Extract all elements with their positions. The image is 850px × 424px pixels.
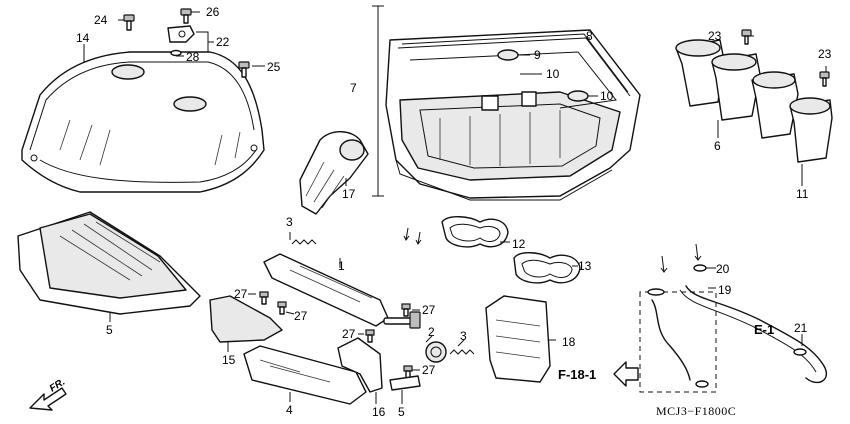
diagram-code: MCJ3−F1800C [656,404,736,418]
spring-3-lower [449,349,475,355]
plate-4 [243,345,367,405]
callout-27b: 27 [294,309,308,323]
callout-13a: 12 [512,237,526,251]
callout-2: 2 [428,325,435,339]
ref-e1: E-1 [754,322,774,337]
bracket-16 [337,337,383,393]
knob-2 [425,341,447,363]
screw-27-e [403,365,413,379]
side-cover-6 [17,211,201,315]
callout-23a: 23 [708,29,722,43]
screw-27-b [277,301,287,315]
callout-19: 19 [718,283,732,297]
small-arrow-icons [403,227,702,273]
callout-14: 14 [76,31,90,45]
callout-7: 6 [714,139,721,153]
leader-lines [83,11,827,404]
bracket-1 [263,253,389,327]
shaft-2 [383,311,421,329]
drain-tube [639,288,717,393]
callout-27a: 27 [234,287,248,301]
callout-5: 5 [398,405,405,419]
callout-labels: 24 26 22 28 25 14 8 9 10 10 7 23 23 6 11… [76,5,832,419]
callout-9: 8 [586,29,593,43]
screw-27-c [401,303,411,317]
callout-6: 5 [106,323,113,337]
screw-26 [180,8,192,24]
intake-duct-17 [299,131,369,215]
screw-23-right [819,71,830,87]
callout-28: 28 [186,50,200,64]
callout-27e: 27 [422,363,436,377]
ref-f18-1: F-18-1 [558,367,596,382]
f18-arrow-icon [613,361,639,387]
callout-8: 7 [350,81,357,95]
callout-16: 16 [372,405,386,419]
hose-19 [679,285,827,384]
callout-13b: 13 [578,259,592,273]
fr-arrow-icon [29,387,67,411]
clamp-22 [793,348,807,356]
air-cleaner-cover [21,51,265,193]
screw-25 [238,61,250,78]
callout-25: 25 [267,60,281,74]
callout-22: 21 [794,321,808,335]
resonator-18 [485,295,551,383]
callout-27c: 27 [422,303,436,317]
gasket-13-lower [513,252,581,284]
callout-26: 26 [206,5,220,19]
callout-24: 24 [94,13,108,27]
washer-28 [170,49,182,57]
callout-18: 18 [562,335,576,349]
screw-23-upper [741,29,752,45]
screw-27-a [259,291,269,305]
air-cleaner-housing [372,5,641,201]
callout-27d: 27 [342,327,356,341]
callout-12: 11 [796,187,809,201]
spring-3-upper [291,239,317,245]
funnels-7 [675,39,761,121]
callout-10b: 10 [600,89,614,103]
grommet-5 [389,375,421,391]
callout-4: 4 [286,403,293,417]
clamp-20 [693,264,707,272]
funnels-12 [751,71,833,163]
callout-21: 22 [216,35,230,49]
callout-17: 17 [342,187,356,201]
screw-27-d [365,329,375,343]
gasket-13-upper [441,216,509,248]
callout-3b: 3 [460,329,467,343]
callout-23b: 23 [818,47,832,61]
callout-15: 15 [222,353,236,367]
callout-1: 1 [338,259,345,273]
callout-11: 10 [546,67,560,81]
callout-20: 20 [716,262,730,276]
screw-24 [123,14,135,31]
bracket-21 [167,25,195,43]
callout-10a: 9 [534,48,541,62]
cover-15 [209,295,283,343]
callout-3a: 3 [286,215,293,229]
